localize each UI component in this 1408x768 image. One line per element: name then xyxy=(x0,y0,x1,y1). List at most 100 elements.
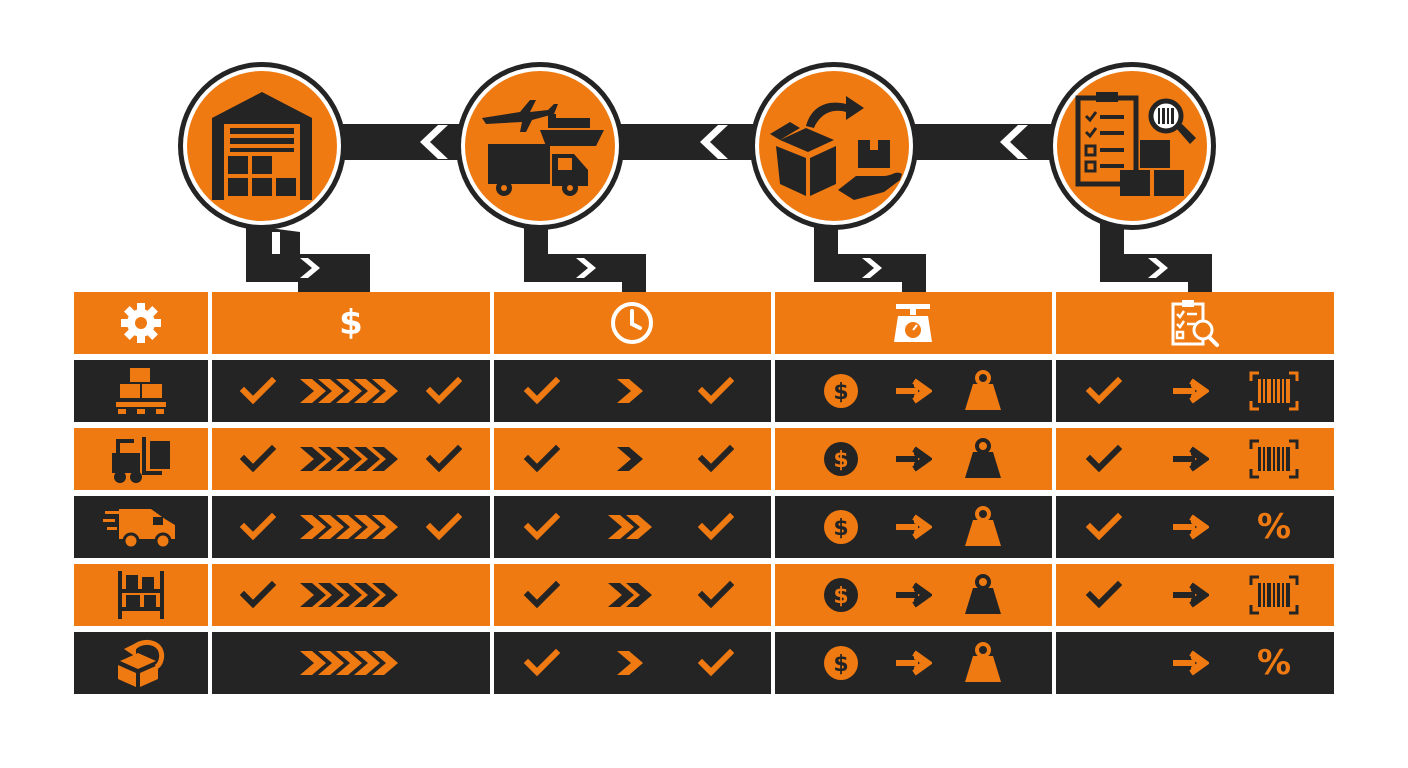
header-cell-weight xyxy=(775,292,1052,354)
weight-icon xyxy=(963,574,1003,616)
warehouse-stage xyxy=(178,62,346,230)
check-icon xyxy=(697,444,735,474)
barcode-icon xyxy=(1249,371,1299,411)
check-icon xyxy=(239,512,277,542)
check-icon xyxy=(1085,580,1123,610)
arrow-right-icon xyxy=(1171,377,1211,405)
arrow-right-icon xyxy=(1171,445,1211,473)
barcode-icon xyxy=(1249,575,1299,615)
check-icon xyxy=(523,512,561,542)
check-icon xyxy=(239,444,277,474)
quality-cell xyxy=(1056,360,1334,422)
cost-cell xyxy=(212,564,490,626)
dollar-coin-icon: $ xyxy=(823,509,859,545)
gear-icon xyxy=(119,301,163,345)
table-header-row: $ xyxy=(74,292,1334,354)
check-icon xyxy=(697,512,735,542)
check-icon xyxy=(425,512,463,542)
row-category-cell xyxy=(74,360,208,422)
dollar-coin-icon: $ xyxy=(823,373,859,409)
cost-cell xyxy=(212,360,490,422)
header-cell-quality xyxy=(1056,292,1334,354)
dollar-coin-icon: $ xyxy=(823,577,859,613)
header-cell-cost: $ xyxy=(212,292,490,354)
svg-text:$: $ xyxy=(833,448,848,473)
weight-icon xyxy=(963,506,1003,548)
delivery-stage xyxy=(750,62,918,230)
weight-cell: $ xyxy=(775,496,1052,558)
clipboard-magnifier-icon xyxy=(1075,92,1196,196)
pallet-boxes-icon xyxy=(114,366,168,416)
check-icon xyxy=(523,444,561,474)
table-row: $ xyxy=(74,360,1334,422)
scale-icon xyxy=(890,300,936,346)
svg-text:$: $ xyxy=(833,652,848,677)
check-icon xyxy=(425,444,463,474)
box-handoff-icon xyxy=(770,96,902,200)
weight-icon xyxy=(963,370,1003,412)
stem-connector-2 xyxy=(524,222,646,294)
check-icon xyxy=(239,580,277,610)
arrow-right-icon xyxy=(894,513,934,541)
weight-icon xyxy=(963,642,1003,684)
stem-connector-4 xyxy=(1100,222,1212,294)
forklift-icon xyxy=(106,433,176,485)
return-box-icon xyxy=(114,637,168,689)
clock-icon xyxy=(609,300,655,346)
storage-rack-icon xyxy=(116,569,166,621)
row-category-cell xyxy=(74,632,208,694)
time-cell xyxy=(494,428,771,490)
check-icon xyxy=(697,648,735,678)
weight-cell: $ xyxy=(775,632,1052,694)
cost-cell xyxy=(212,428,490,490)
chevrons-icon xyxy=(300,512,402,542)
dollar-coin-icon: $ xyxy=(823,441,859,477)
warehouse-icon xyxy=(212,92,312,200)
table-row: $ xyxy=(74,564,1334,626)
table-row: $ xyxy=(74,428,1334,490)
weight-icon xyxy=(963,438,1003,480)
time-cell xyxy=(494,564,771,626)
barcode-icon xyxy=(1249,439,1299,479)
cost-cell xyxy=(212,632,490,694)
percent-icon: % xyxy=(1256,507,1292,547)
arrow-right-icon xyxy=(1171,513,1211,541)
check-icon xyxy=(1085,512,1123,542)
check-icon xyxy=(1085,444,1123,474)
arrow-right-icon xyxy=(894,581,934,609)
check-icon xyxy=(697,376,735,406)
check-icon xyxy=(239,376,277,406)
row-category-cell xyxy=(74,564,208,626)
arrow-right-icon xyxy=(1171,581,1211,609)
svg-text:$: $ xyxy=(833,380,848,405)
check-icon xyxy=(523,376,561,406)
header-cell-time xyxy=(494,292,771,354)
svg-text:$: $ xyxy=(833,516,848,541)
cost-cell xyxy=(212,496,490,558)
chevrons-icon xyxy=(300,444,402,474)
time-cell xyxy=(494,496,771,558)
row-category-cell xyxy=(74,428,208,490)
chevrons-icon xyxy=(608,580,656,610)
stem-connector-3 xyxy=(814,222,926,294)
time-cell xyxy=(494,632,771,694)
flow-connectors xyxy=(330,124,1070,160)
chevrons-icon xyxy=(617,648,647,678)
check-icon xyxy=(425,376,463,406)
stem-connectors xyxy=(246,222,1212,294)
process-flow xyxy=(178,62,1216,294)
dollar-coin-icon: $ xyxy=(823,645,859,681)
chevrons-icon xyxy=(300,648,402,678)
airplane-ship-truck-icon xyxy=(482,100,604,196)
row-category-cell xyxy=(74,496,208,558)
arrow-right-icon xyxy=(894,377,934,405)
table-row: $% xyxy=(74,632,1334,694)
quality-cell xyxy=(1056,428,1334,490)
quality-cell: % xyxy=(1056,632,1334,694)
weight-cell: $ xyxy=(775,564,1052,626)
chevrons-icon xyxy=(617,376,647,406)
weight-cell: $ xyxy=(775,428,1052,490)
chevrons-icon xyxy=(300,376,402,406)
header-cell-category xyxy=(74,292,208,354)
